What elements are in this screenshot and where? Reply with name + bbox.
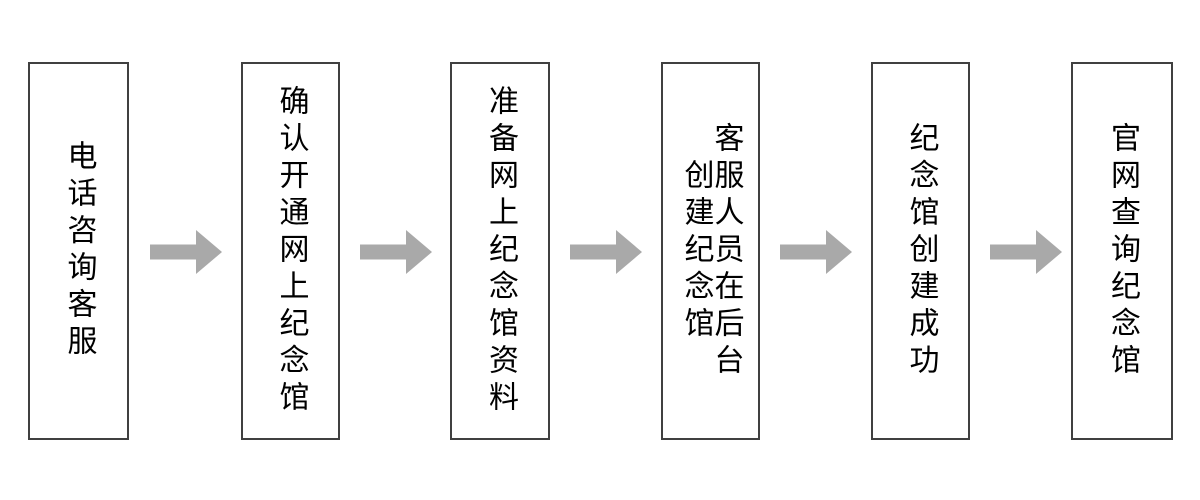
right-arrow-icon	[780, 228, 852, 276]
flow-node-step-4-text-col-2: 创建纪念馆	[678, 158, 714, 344]
flow-node-step-2[interactable]: 确认开通网上纪念馆	[241, 62, 340, 440]
right-arrow-icon	[360, 228, 432, 276]
right-arrow-icon	[150, 228, 222, 276]
right-arrow-icon	[990, 228, 1062, 276]
flow-node-step-1[interactable]: 电话咨询客服	[28, 62, 129, 440]
flow-node-step-6[interactable]: 官网查询纪念馆	[1071, 62, 1173, 440]
flow-node-step-5-text-col-1: 纪念馆创建成功	[903, 121, 939, 381]
flow-node-step-4-text-col-1: 客服人员在后台	[708, 121, 744, 381]
flow-node-step-2-text-col-1: 确认开通网上纪念馆	[273, 84, 309, 418]
flow-node-step-6-text-col-1: 官网查询纪念馆	[1105, 121, 1140, 381]
flow-node-step-5[interactable]: 纪念馆创建成功	[871, 62, 970, 440]
flow-node-step-1-text-col-1: 电话咨询客服	[61, 140, 97, 362]
flow-node-step-4[interactable]: 客服人员在后台 创建纪念馆	[661, 62, 760, 440]
flow-node-step-3-text-col-1: 准备网上纪念馆资料	[483, 84, 518, 418]
flow-node-step-3[interactable]: 准备网上纪念馆资料	[450, 62, 550, 440]
right-arrow-icon	[570, 228, 642, 276]
